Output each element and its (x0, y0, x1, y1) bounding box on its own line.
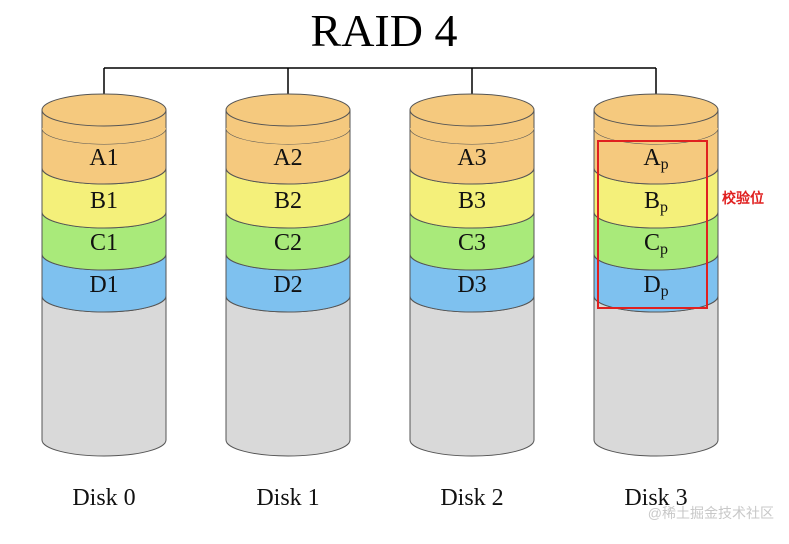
block-label: B1 (90, 188, 118, 214)
block-a (41, 127, 167, 185)
diagram-title: RAID 4 (311, 5, 458, 56)
watermark: @稀土掘金技术社区 (648, 505, 774, 521)
block-label: A2 (273, 145, 302, 171)
disk-top-cap (41, 93, 167, 127)
block-a (409, 127, 535, 185)
connector-lines (103, 67, 657, 110)
disk-top-cap (593, 93, 719, 127)
disk-top-cap (225, 93, 351, 127)
disk-label: Disk 3 (624, 485, 687, 511)
block-label: A3 (457, 145, 486, 171)
block-label: C2 (274, 230, 302, 256)
disk-top-cap (409, 93, 535, 127)
block-label: D3 (457, 272, 486, 298)
parity-highlight-box (597, 140, 708, 309)
block-label: A1 (89, 145, 118, 171)
disk-label: Disk 0 (72, 485, 135, 511)
parity-label: 校验位 (722, 190, 764, 206)
block-label: C3 (458, 230, 486, 256)
disk-label: Disk 1 (256, 485, 319, 511)
disk-body (225, 295, 351, 457)
block-label: C1 (90, 230, 118, 256)
disk-label: Disk 2 (440, 485, 503, 511)
disk-body (593, 295, 719, 457)
block-label: D1 (89, 272, 118, 298)
block-label: D2 (273, 272, 302, 298)
disk-body (41, 295, 167, 457)
block-label: B3 (458, 188, 486, 214)
disk-body (409, 295, 535, 457)
block-label: B2 (274, 188, 302, 214)
